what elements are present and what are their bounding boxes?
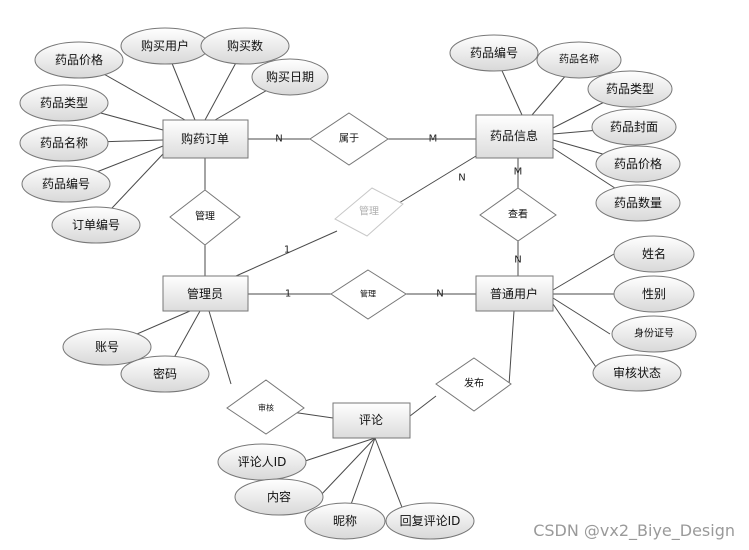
attribute-comment-commenter-id: 评论人ID [217, 443, 307, 481]
connector-line [318, 437, 376, 498]
watermark: CSDN @vx2_Biye_Design [533, 521, 735, 540]
attribute-order-drug-id: 药品编号 [21, 165, 111, 203]
relationship-view-label: 查看 [508, 208, 528, 221]
cardinality-label: N [436, 289, 443, 300]
attribute-order-buyer: 购买用户 [120, 27, 210, 65]
attribute-label: 药品价格 [55, 52, 103, 67]
attribute-order-quantity: 购买数 [200, 27, 290, 65]
entity-admin-label: 管理员 [187, 286, 223, 301]
attribute-label: 身份证号 [634, 327, 674, 340]
entity-user: 普通用户 [475, 275, 554, 312]
relationship-publish: 发布 [435, 357, 512, 412]
attribute-comment-content: 内容 [234, 478, 324, 516]
connector-line [235, 230, 338, 277]
attribute-label: 购买日期 [266, 69, 314, 84]
connector-line [374, 437, 406, 516]
entity-order: 购药订单 [162, 119, 249, 159]
connector-line [208, 310, 232, 385]
connector-line [552, 253, 615, 291]
cardinality-label: N [458, 173, 465, 184]
attribute-order-drug-type: 药品类型 [19, 84, 109, 122]
attribute-label: 药品名称 [40, 135, 88, 150]
connector-line [409, 395, 437, 417]
cardinality-label: N [275, 134, 282, 145]
connector-line [508, 310, 515, 386]
attribute-label: 药品编号 [470, 45, 518, 60]
attribute-comment-nickname: 昵称 [304, 502, 386, 540]
attribute-drug-type: 药品类型 [587, 70, 673, 108]
entity-comment-label: 评论 [359, 413, 383, 427]
attribute-label: 药品类型 [40, 96, 88, 110]
cardinality-label: N [514, 255, 521, 266]
attribute-drug-name: 药品名称 [536, 41, 622, 79]
cardinality-label: 1 [284, 245, 290, 256]
connector-line [398, 155, 477, 204]
relationship-manage-order: 管理 [169, 189, 241, 246]
relationship-manage-user: 管理 [330, 269, 407, 320]
entity-drug: 药品信息 [475, 114, 554, 159]
connector-line [552, 303, 601, 374]
attribute-order-date: 购买日期 [251, 58, 329, 96]
cardinality-label: M [514, 167, 523, 178]
attribute-drug-cover: 药品封面 [591, 108, 677, 146]
attribute-order-drug-price: 药品价格 [34, 41, 124, 79]
attribute-label: 内容 [267, 489, 291, 504]
relationship-manage-order-label: 管理 [195, 210, 215, 223]
entity-comment: 评论 [332, 402, 411, 439]
entity-order-label: 购药订单 [181, 131, 229, 146]
attribute-label: 购买用户 [141, 38, 189, 53]
cardinality-label: M [429, 134, 438, 145]
attribute-label: 购买数 [227, 38, 263, 53]
connector-line [301, 437, 376, 463]
attribute-user-id-number: 身份证号 [611, 315, 697, 353]
relationship-view: 查看 [479, 187, 557, 242]
entity-drug-label: 药品信息 [490, 128, 538, 143]
attribute-user-review-status: 审核状态 [592, 354, 682, 392]
relationship-belongs-label: 属于 [339, 133, 359, 145]
connector-line [552, 297, 611, 335]
attribute-label: 性别 [642, 287, 666, 301]
attribute-comment-reply-id: 回复评论ID [385, 502, 475, 540]
entity-user-label: 普通用户 [490, 286, 538, 301]
attribute-label: 账号 [95, 340, 119, 354]
cardinality-label: 1 [285, 289, 291, 300]
attribute-label: 昵称 [333, 514, 357, 528]
attribute-admin-password: 密码 [120, 355, 210, 393]
attribute-admin-account: 账号 [62, 328, 152, 366]
attribute-drug-price: 药品价格 [595, 145, 681, 183]
relationship-manage-drug: 管理 [334, 187, 404, 237]
relationship-review: 审核 [226, 379, 305, 435]
attribute-order-id: 订单编号 [51, 206, 141, 244]
attribute-label: 评论人ID [238, 455, 287, 469]
relationship-manage-drug-label: 管理 [359, 205, 379, 218]
attribute-label: 药品编号 [42, 176, 90, 191]
relationship-review-label: 审核 [258, 403, 274, 413]
attribute-drug-quantity: 药品数量 [595, 184, 681, 222]
attribute-label: 姓名 [642, 246, 666, 261]
attribute-label: 审核状态 [613, 365, 661, 380]
attribute-label: 订单编号 [72, 217, 120, 232]
attribute-drug-id: 药品编号 [449, 34, 539, 72]
attribute-label: 药品类型 [606, 82, 654, 96]
attribute-label: 药品数量 [614, 195, 662, 210]
attribute-label: 药品价格 [614, 156, 662, 171]
cardinality-labels: N M N 1 M N 1 N [275, 134, 522, 300]
attribute-label: 密码 [153, 366, 177, 381]
relationship-belongs: 属于 [309, 112, 389, 166]
attribute-order-drug-name: 药品名称 [19, 124, 109, 162]
attribute-label: 回复评论ID [400, 514, 461, 528]
attribute-label: 药品封面 [610, 120, 658, 134]
attribute-label: 药品名称 [559, 53, 599, 66]
entity-admin: 管理员 [162, 275, 249, 312]
relationship-publish-label: 发布 [464, 377, 484, 390]
attribute-user-gender: 性别 [613, 275, 695, 313]
attribute-user-name: 姓名 [613, 235, 695, 273]
relationship-manage-user-label: 管理 [360, 289, 376, 299]
